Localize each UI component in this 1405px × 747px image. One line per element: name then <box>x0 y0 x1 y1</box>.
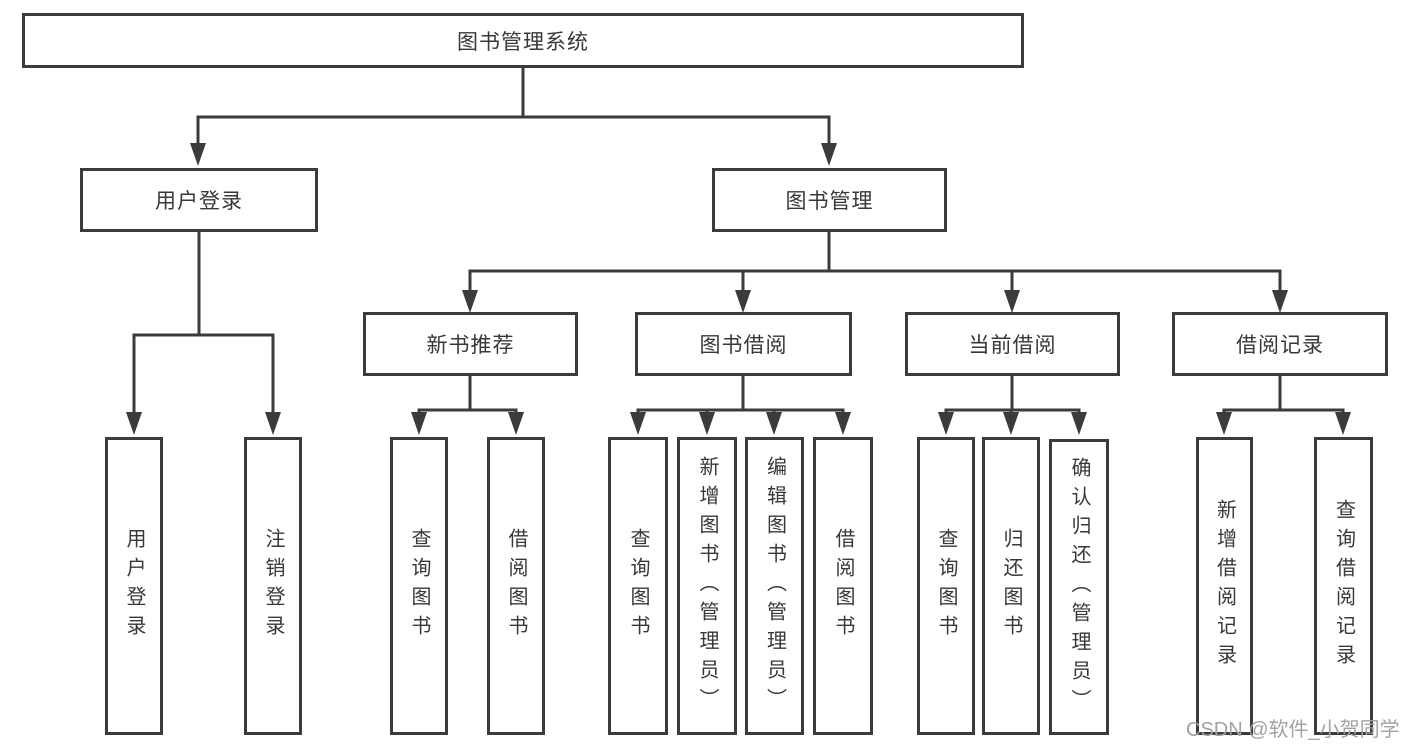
leaf-current-query-books-label: 查询图书 <box>935 528 957 644</box>
leaf-records-add-record: 新增借阅记录 <box>1196 437 1253 735</box>
leaf-recommend-borrow-books: 借阅图书 <box>487 437 545 735</box>
node-book-borrowing-label: 图书借阅 <box>699 334 788 357</box>
node-book-management-label: 图书管理 <box>785 190 874 213</box>
leaf-borrow-borrow-books: 借阅图书 <box>813 437 873 735</box>
node-root: 图书管理系统 <box>22 13 1024 68</box>
node-current-borrowing: 当前借阅 <box>905 312 1120 376</box>
leaf-current-query-books: 查询图书 <box>917 437 975 735</box>
leaf-logout-label: 注销登录 <box>262 528 284 644</box>
leaf-recommend-query-books: 查询图书 <box>390 437 448 735</box>
leaf-current-confirm-return-admin-label: 确认归还（管理员） <box>1068 456 1090 718</box>
node-user-login-label: 用户登录 <box>155 190 243 213</box>
node-root-label: 图书管理系统 <box>457 30 589 54</box>
leaf-current-return-books-label: 归还图书 <box>1000 528 1022 644</box>
node-borrowing-records-label: 借阅记录 <box>1236 334 1324 357</box>
node-borrowing-records: 借阅记录 <box>1172 312 1388 376</box>
node-current-borrowing-label: 当前借阅 <box>968 334 1057 357</box>
leaf-borrow-add-books-admin: 新增图书（管理员） <box>677 437 737 735</box>
leaf-borrow-borrow-books-label: 借阅图书 <box>832 528 854 644</box>
leaf-borrow-edit-books-admin-label: 编辑图书（管理员） <box>763 455 786 717</box>
leaf-recommend-borrow-books-label: 借阅图书 <box>505 528 527 644</box>
node-book-borrowing: 图书借阅 <box>635 312 852 376</box>
leaf-borrow-edit-books-admin: 编辑图书（管理员） <box>745 437 804 735</box>
leaf-records-query-record: 查询借阅记录 <box>1314 437 1373 735</box>
leaf-current-return-books: 归还图书 <box>982 437 1040 735</box>
leaf-borrow-add-books-admin-label: 新增图书（管理员） <box>696 455 718 717</box>
leaf-user-login-label: 用户登录 <box>123 528 145 644</box>
node-new-book-recommendation: 新书推荐 <box>363 312 578 376</box>
leaf-records-add-record-label: 新增借阅记录 <box>1213 499 1236 673</box>
csdn-watermark: CSDN @软件_小贺同学 <box>1186 719 1400 741</box>
node-new-book-recommendation-label: 新书推荐 <box>426 334 515 357</box>
node-user-login: 用户登录 <box>80 168 318 232</box>
leaf-borrow-query-books-label: 查询图书 <box>627 528 649 644</box>
node-book-management: 图书管理 <box>712 168 947 232</box>
leaf-logout: 注销登录 <box>244 437 302 735</box>
leaf-current-confirm-return-admin: 确认归还（管理员） <box>1049 439 1109 735</box>
leaf-user-login: 用户登录 <box>105 437 163 735</box>
leaf-borrow-query-books: 查询图书 <box>608 437 668 735</box>
leaf-recommend-query-books-label: 查询图书 <box>408 528 430 644</box>
leaf-records-query-record-label: 查询借阅记录 <box>1332 499 1355 673</box>
